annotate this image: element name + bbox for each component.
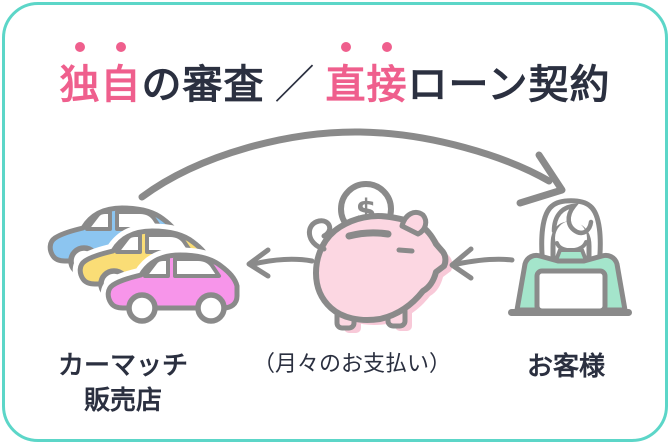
page-title: 独自の審査／直接ローン契約 [0, 52, 670, 110]
payment-label: （月々のお支払い） [252, 352, 452, 377]
laptop-icon [534, 268, 608, 314]
contract-arc-arrow-icon [138, 128, 566, 207]
payment-arrow-customer-to-pig-icon [449, 246, 515, 281]
desk-icon [508, 309, 632, 316]
dealer-label-line2: 販売店 [83, 386, 163, 417]
title-emphasis-chokusetsu: 直接 [326, 52, 408, 110]
dealer-label: カーマッチ 販売店 [58, 349, 188, 419]
payment-arrow-pig-to-dealer-icon [246, 247, 315, 279]
title-tail: ローン契約 [407, 62, 611, 108]
dealer-label-line1: カーマッチ [57, 351, 189, 381]
customer-label: お客様 [526, 352, 606, 382]
title-emphasis-dokuji: 独自 [60, 52, 142, 110]
dealer-cars-icon [50, 208, 237, 321]
title-slash: ／ [274, 62, 316, 108]
customer-icon [508, 198, 632, 316]
title-middle: の審査 [141, 62, 265, 108]
piggy-bank-icon: $ [307, 181, 453, 333]
